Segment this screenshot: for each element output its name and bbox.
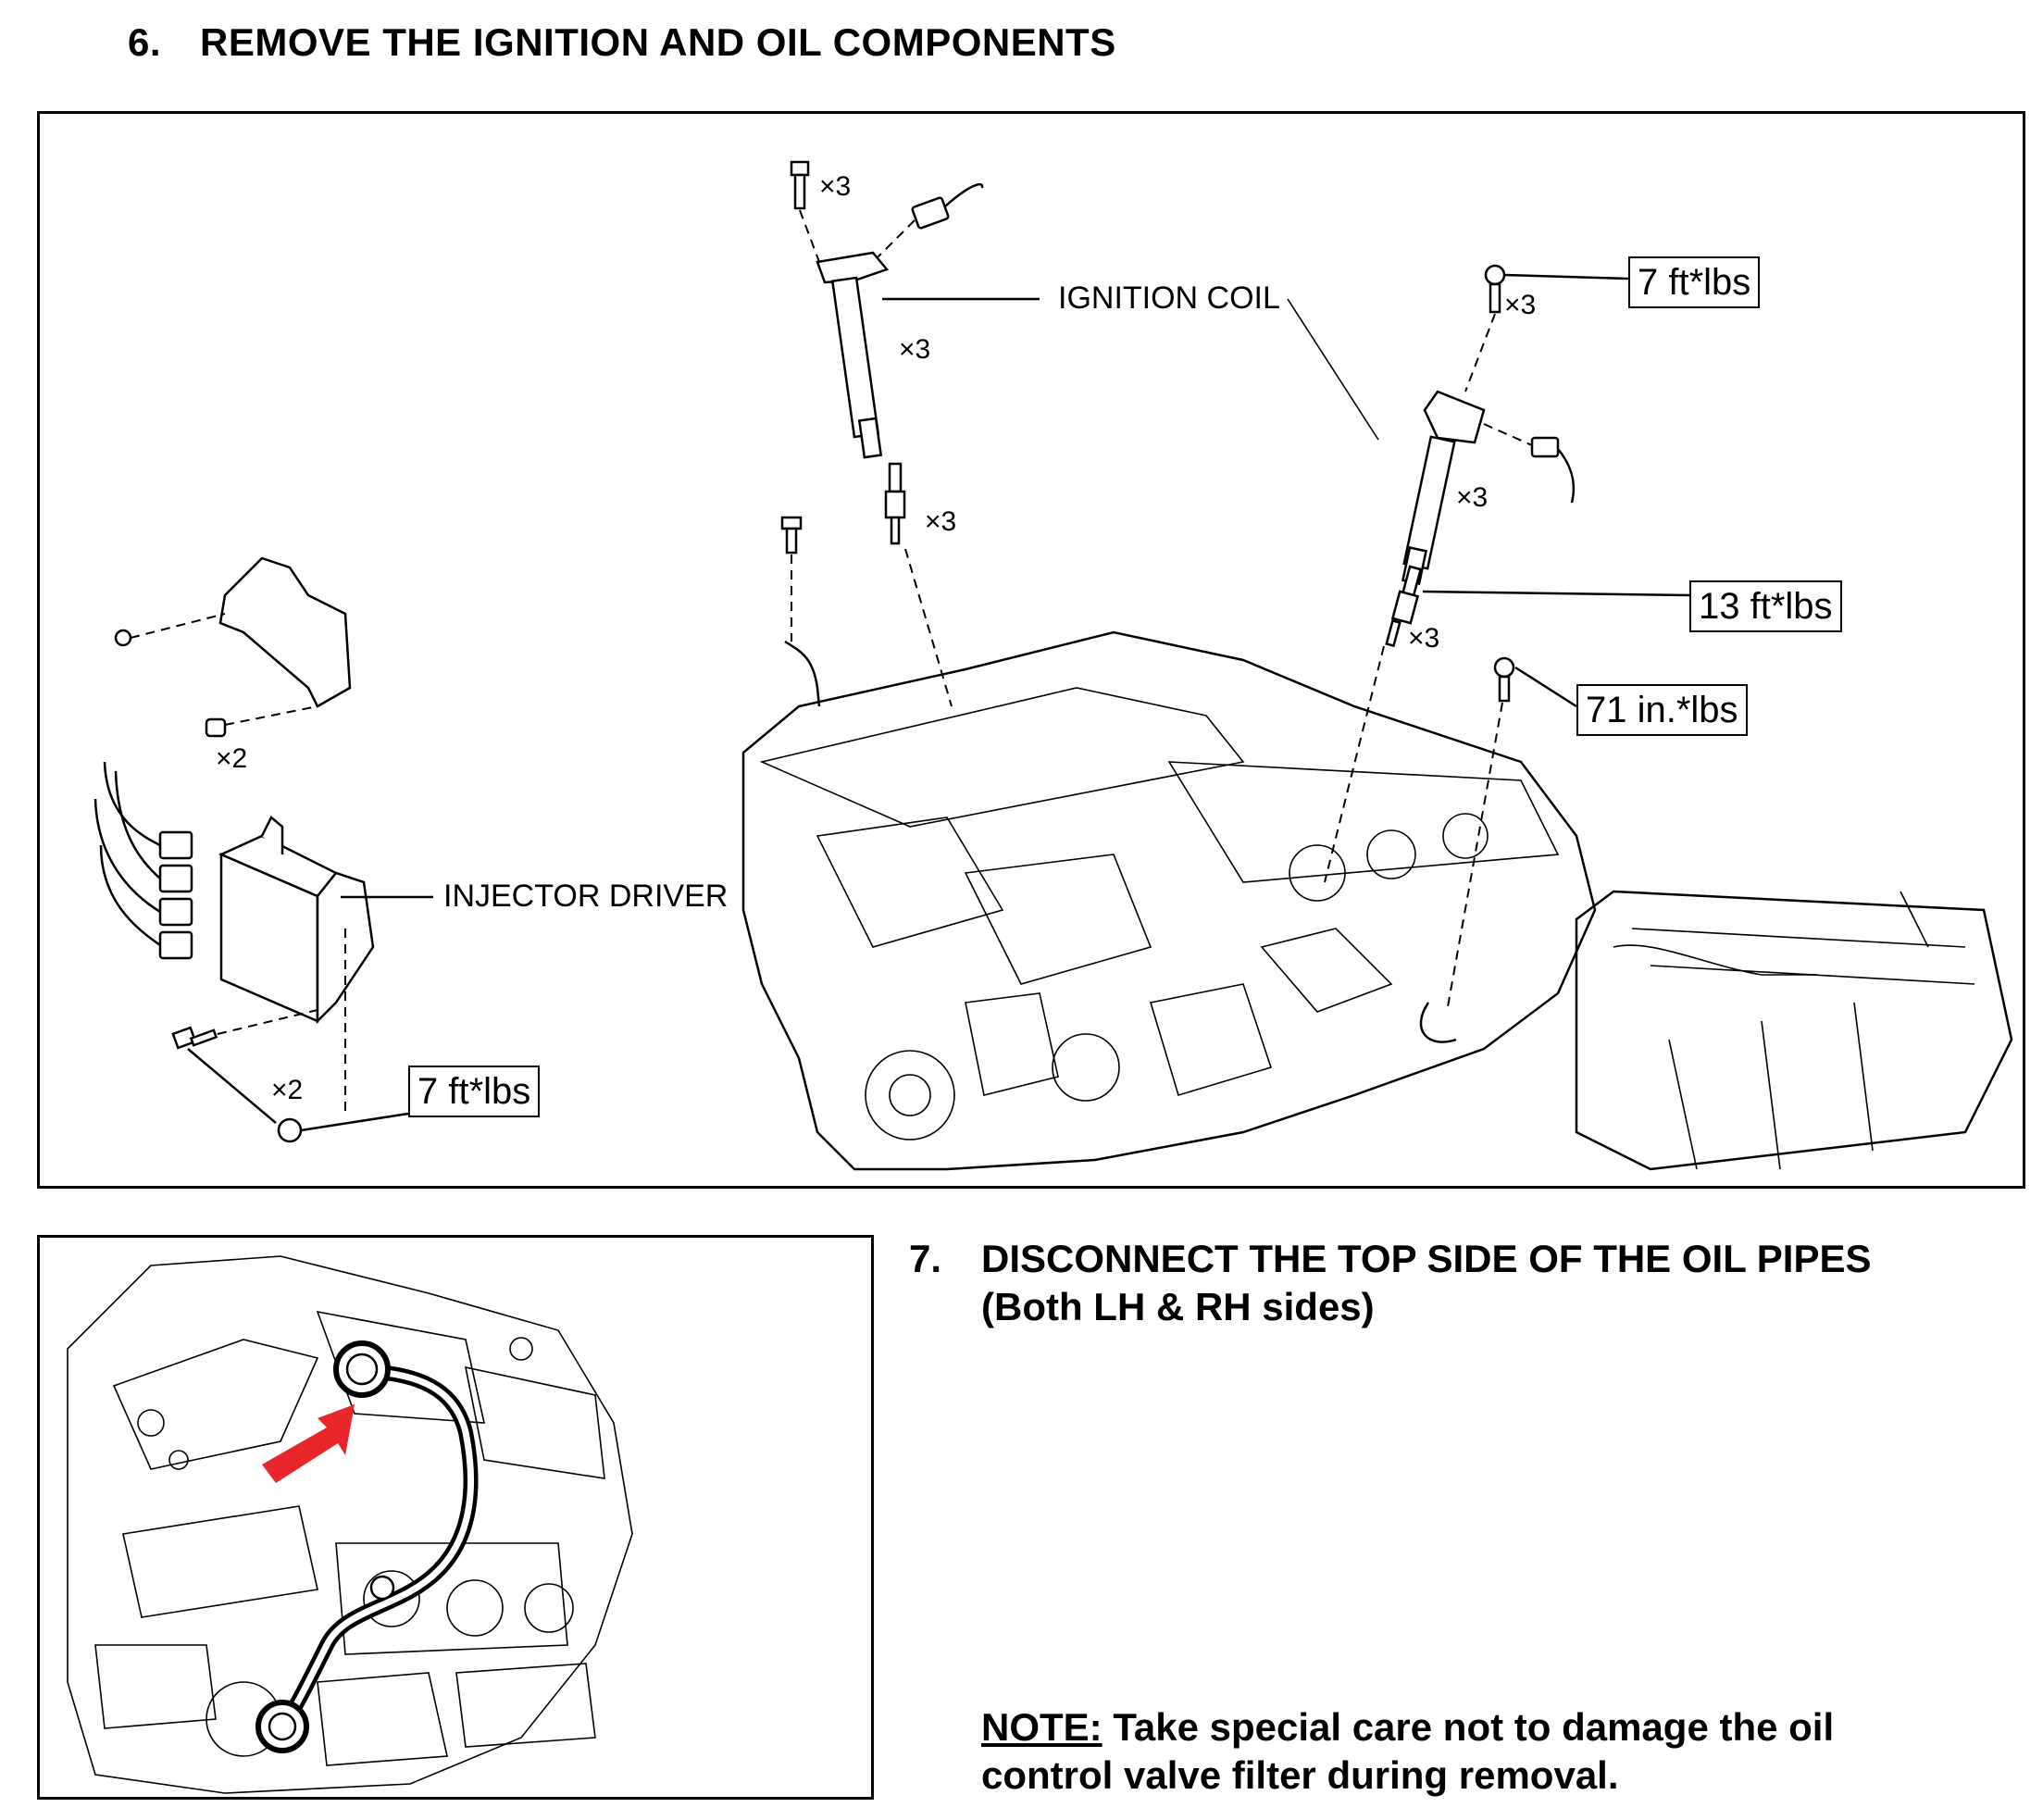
attention-arrow-icon: [262, 1404, 355, 1483]
ignition-components-diagram: [93, 160, 2013, 1171]
note-label: NOTE:: [981, 1705, 1102, 1749]
oil-pipe-diagram: [67, 1255, 633, 1794]
coil-bolt-left-icon: [790, 160, 810, 210]
bolt-right-quantity: ×3: [1504, 290, 1537, 320]
bracket-bolt-torque-spec: 71 in.*lbs: [1576, 684, 1748, 736]
ignition-coil-left-icon: [816, 251, 890, 459]
step-6-number: 6.: [128, 20, 162, 64]
driver-bolt-torque-spec: 7 ft*lbs: [408, 1066, 541, 1117]
driver-bolt-lower-icon: [277, 1117, 303, 1143]
injector-driver-icon: [218, 816, 375, 1025]
coil-bolt-right-icon: [1484, 264, 1506, 314]
coil-right-quantity: ×3: [1456, 482, 1489, 513]
engine-assembly-icon: [741, 630, 2013, 1171]
coil-bolt-torque-spec: 7 ft*lbs: [1628, 256, 1761, 308]
ground-bolt-icon: [780, 516, 803, 555]
step-6-heading: 6. REMOVE THE IGNITION AND OIL COMPONENTS: [128, 20, 1116, 65]
coil-left-quantity: ×3: [899, 334, 931, 365]
step-7-number: 7.: [909, 1237, 942, 1280]
engine-block-icon: [67, 1255, 633, 1794]
ignition-oil-components-figure: IGNITION COIL INJECTOR DRIVER ×3 ×3 ×3 ×…: [37, 111, 2025, 1189]
note-text-line1: Take special care not to damage the oil: [1102, 1705, 1835, 1749]
harness-connectors-icon: [93, 761, 193, 960]
cover-nut-icon: [205, 717, 227, 738]
spark-plug-torque-spec: 13 ft*lbs: [1689, 580, 1842, 632]
coil-connector-right-icon: [1530, 436, 1576, 504]
ignition-coil-label: IGNITION COIL: [1058, 280, 1280, 316]
injector-driver-label: INJECTOR DRIVER: [443, 879, 729, 914]
step-7-title-line1: DISCONNECT THE TOP SIDE OF THE OIL PIPES: [981, 1237, 1872, 1280]
note-text-line2: control valve filter during removal.: [981, 1753, 1619, 1797]
bracket-bolt-icon: [1493, 656, 1515, 703]
bolt-top-quantity: ×3: [819, 171, 852, 202]
plug-left-quantity: ×3: [925, 506, 957, 537]
driver-bolt-upper-icon: [171, 1026, 218, 1050]
spark-plug-right-icon: [1385, 565, 1423, 648]
step-7-heading: 7. DISCONNECT THE TOP SIDE OF THE OIL PIP…: [909, 1235, 1872, 1283]
step-7-note: NOTE: Take special care not to damage th…: [981, 1703, 1834, 1800]
spark-plug-left-icon: [884, 462, 906, 545]
coil-connector-left-icon: [911, 182, 984, 230]
oil-pipe-figure: [37, 1235, 874, 1800]
plug-right-quantity: ×3: [1408, 623, 1440, 654]
injector-cover-bracket-icon: [218, 556, 352, 708]
nut-cover-quantity: ×2: [216, 743, 248, 774]
step-6-title: REMOVE THE IGNITION AND OIL COMPONENTS: [200, 20, 1116, 64]
oil-pipe-icon: [255, 1340, 479, 1753]
step-7-subtitle: (Both LH & RH sides): [981, 1285, 1375, 1328]
bolt-driver-quantity: ×2: [271, 1075, 304, 1105]
